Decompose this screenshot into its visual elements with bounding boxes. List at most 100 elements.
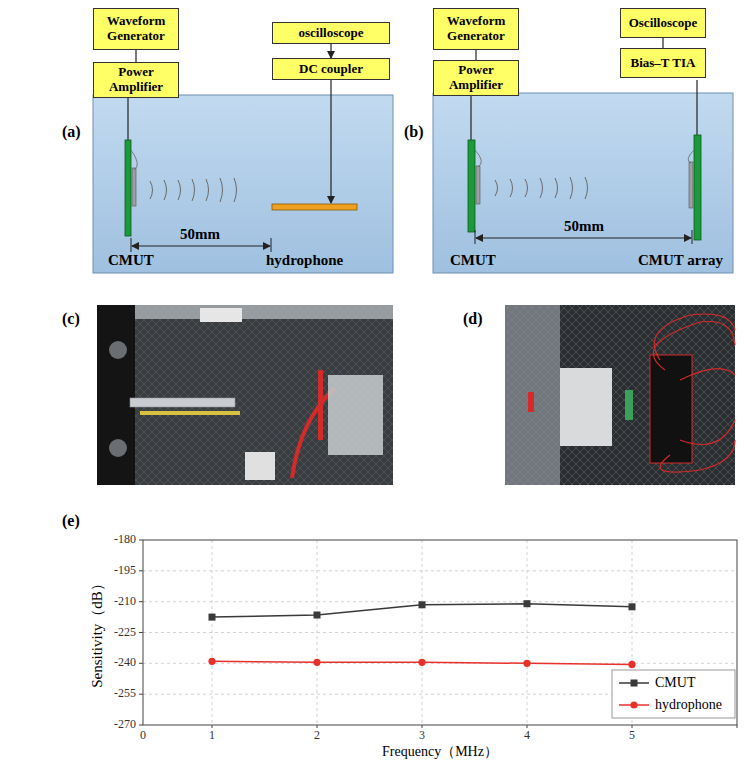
circle-marker	[628, 661, 635, 668]
tick	[139, 694, 143, 695]
photo-setup-hydrophone	[97, 305, 393, 485]
axis-title: Frequency（MHz）	[382, 744, 498, 760]
grid-line	[527, 540, 528, 725]
photo-background	[97, 305, 393, 485]
instrument-box: Waveform Generator	[433, 8, 519, 50]
square-marker	[524, 600, 531, 607]
tick	[632, 725, 633, 728]
block	[200, 308, 242, 322]
legend-label: hydrophone	[655, 697, 722, 713]
axis-tick-label: -180	[114, 533, 136, 547]
axis-tick-label: 1	[209, 729, 215, 743]
cmut-board	[125, 140, 131, 236]
wave	[164, 180, 167, 200]
wire	[470, 90, 471, 140]
sound-waves	[495, 177, 588, 199]
part-label: CMUT	[450, 252, 496, 269]
part-label: CMUT	[108, 252, 154, 269]
cmut-board-photo	[318, 370, 323, 440]
mount-knob	[109, 341, 127, 359]
tick	[212, 725, 213, 728]
box-label: Oscilloscope	[629, 16, 698, 31]
panel-letter: (a)	[62, 123, 81, 141]
cmut-board-photo	[528, 392, 534, 412]
square-marker	[314, 612, 321, 619]
tick	[317, 725, 318, 728]
water-tank	[433, 93, 733, 273]
instrument-box: Power Amplifier	[93, 62, 179, 98]
dimension-label: 50mm	[180, 226, 220, 243]
axis-ticks	[139, 540, 737, 728]
tick	[139, 725, 143, 726]
water-tank	[93, 95, 393, 273]
tick	[139, 570, 143, 571]
connector	[135, 50, 136, 62]
box-label: Power Amplifier	[437, 63, 515, 93]
wave	[570, 177, 573, 199]
axis-tick-label: 4	[524, 729, 530, 743]
axis-tick-label: 5	[629, 729, 635, 743]
wave	[192, 179, 195, 201]
plot-frame	[143, 540, 737, 725]
grid-line	[422, 540, 423, 725]
wave	[220, 178, 223, 202]
acrylic-wall	[505, 305, 560, 485]
tick	[139, 663, 143, 664]
dimension-tick	[131, 238, 132, 252]
connector	[330, 44, 331, 58]
wave	[525, 179, 528, 197]
wave	[540, 178, 543, 198]
mount-knob	[109, 439, 127, 457]
mount-fixture	[97, 305, 135, 485]
instrument-box: oscilloscope	[272, 22, 390, 44]
ruler	[130, 398, 235, 407]
bond-wire	[688, 150, 694, 163]
cmut-chip	[132, 168, 136, 206]
dimension-line	[476, 238, 691, 239]
hydrophone-markers	[208, 658, 635, 668]
plot-area	[143, 540, 737, 725]
wave	[585, 177, 588, 199]
mesh-floor	[505, 305, 735, 485]
panel-letter: (c)	[62, 310, 80, 328]
box-label: Bias–T TIA	[631, 56, 696, 71]
box-label: Waveform Generator	[437, 14, 515, 44]
box-label: DC coupler	[299, 62, 363, 77]
connector	[662, 38, 663, 48]
axis-tick-label: -270	[114, 718, 136, 732]
bond-wire	[131, 150, 137, 170]
connector	[475, 50, 476, 60]
axis-tick-label: 2	[314, 729, 320, 743]
tick	[422, 725, 423, 728]
cmut-array-board	[694, 135, 701, 240]
wave	[234, 178, 237, 202]
panel-letter: (d)	[463, 310, 483, 328]
tick	[139, 601, 143, 602]
wave	[178, 180, 181, 200]
box-label: Power Amplifier	[97, 65, 175, 95]
chart	[139, 540, 737, 728]
panel-letter: (e)	[62, 512, 80, 530]
part-label: hydrophone	[266, 252, 343, 269]
panel-letter: (b)	[404, 123, 424, 141]
photo-setup-array	[505, 305, 735, 485]
axis-tick-label: 0	[140, 729, 146, 743]
square-marker	[629, 603, 636, 610]
tick	[737, 725, 738, 728]
legend-marker	[631, 680, 638, 687]
square-marker	[209, 614, 216, 621]
axis-tick-label: -225	[114, 626, 136, 640]
bond-wire	[475, 150, 481, 167]
hydrophone-rod	[140, 411, 240, 415]
wave	[150, 181, 153, 199]
wire	[653, 321, 735, 370]
grid-line	[212, 540, 213, 725]
sound-waves	[150, 178, 237, 202]
axis-tick-label: -210	[114, 595, 136, 609]
wave	[206, 179, 209, 201]
axis-tick-label: 3	[419, 729, 425, 743]
wave	[510, 179, 513, 197]
grid-line	[143, 570, 737, 571]
red-wires	[653, 314, 735, 472]
block	[245, 452, 275, 480]
